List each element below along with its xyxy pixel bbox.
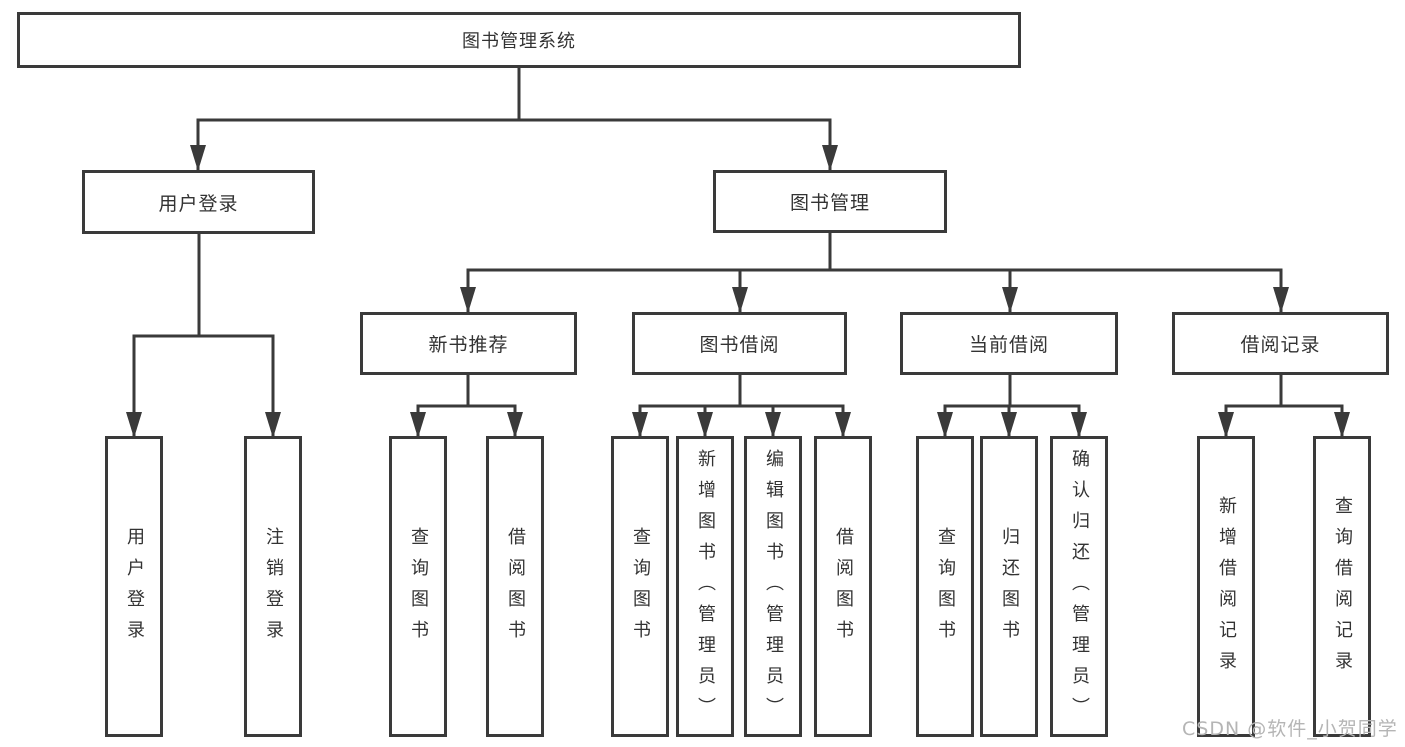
node-borrowing-records: 借阅记录 — [1172, 312, 1389, 375]
leaf-borrow-books-1: 借阅图书 — [486, 436, 544, 737]
node-new-book-recommend: 新书推荐 — [360, 312, 577, 375]
leaf-return-books: 归还图书 — [980, 436, 1038, 737]
leaf-query-books-3: 查询图书 — [916, 436, 974, 737]
node-root-system: 图书管理系统 — [17, 12, 1021, 68]
leaf-query-borrow-record: 查询借阅记录 — [1313, 436, 1371, 737]
node-current-borrowing: 当前借阅 — [900, 312, 1118, 375]
node-book-management: 图书管理 — [713, 170, 947, 233]
leaf-query-books-2: 查询图书 — [611, 436, 669, 737]
leaf-user-login: 用户登录 — [105, 436, 163, 737]
leaf-logout: 注销登录 — [244, 436, 302, 737]
leaf-borrow-books-2: 借阅图书 — [814, 436, 872, 737]
leaf-edit-books-admin: 编辑图书（管理员） — [744, 436, 802, 737]
node-book-borrowing: 图书借阅 — [632, 312, 847, 375]
leaf-confirm-return-admin: 确认归还（管理员） — [1050, 436, 1108, 737]
node-user-login: 用户登录 — [82, 170, 315, 234]
leaf-query-books-1: 查询图书 — [389, 436, 447, 737]
csdn-watermark: CSDN @软件_小贺同学 — [1182, 718, 1398, 740]
leaf-add-books-admin: 新增图书（管理员） — [676, 436, 734, 737]
leaf-add-borrow-record: 新增借阅记录 — [1197, 436, 1255, 737]
